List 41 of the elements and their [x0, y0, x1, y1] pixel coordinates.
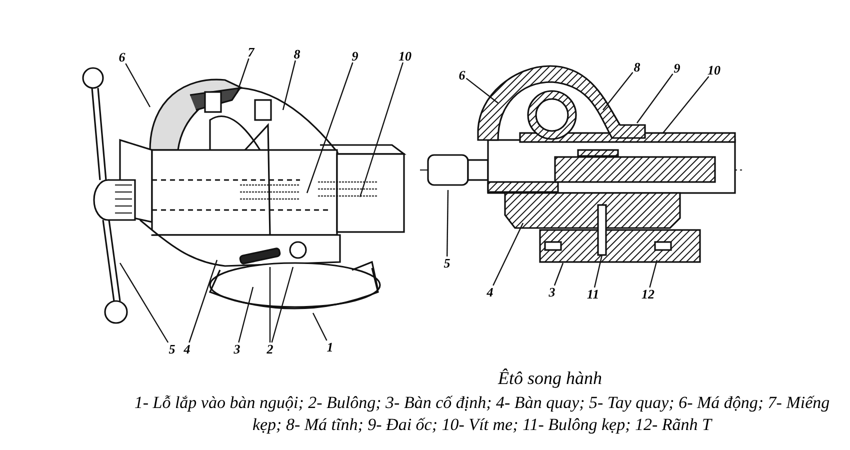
- leader-line: [554, 262, 564, 286]
- callout-number: 12: [640, 288, 656, 300]
- callout-number: 2: [266, 342, 274, 356]
- leader-line: [282, 60, 296, 110]
- callout-number: 10: [706, 64, 722, 76]
- leader-line: [306, 62, 354, 194]
- leader-line: [238, 286, 254, 343]
- callout-number: 8: [632, 60, 642, 74]
- leader-line: [492, 222, 524, 286]
- callout-number: 9: [672, 62, 682, 74]
- leader-line: [269, 267, 271, 342]
- leader-line: [271, 266, 294, 343]
- leader-line: [125, 63, 151, 108]
- callout-number: 4: [486, 286, 494, 298]
- callout-number: 7: [246, 46, 256, 58]
- leader-line: [662, 76, 710, 134]
- caption: Êtô song hành: [496, 367, 603, 390]
- callout-number: 5: [442, 256, 452, 270]
- leader-line: [188, 260, 218, 343]
- callout-number: 5: [168, 342, 176, 356]
- callout-number: 6: [118, 50, 126, 64]
- leader-line: [649, 260, 658, 288]
- leader-line: [312, 312, 328, 341]
- leader-line: [602, 72, 634, 110]
- leader-line: [236, 58, 250, 94]
- leader-line: [594, 254, 603, 288]
- leader-line: [636, 74, 674, 124]
- callout-number: 10: [398, 50, 412, 62]
- leader-line: [466, 78, 498, 104]
- leader-line: [359, 62, 404, 198]
- callout-number: 3: [548, 286, 556, 298]
- callout-number: 3: [232, 342, 242, 356]
- legend-text: 1- Lỗ lắp vào bàn nguội; 2- Bulông; 3- Bàn cố định; 4- Bàn quay; 5- Tay quay; 6- Má động; 7- Miếng kẹp; 8- Má tĩnh; 9- Đai ốc; 10- Vít me; 11- Bulông kẹp; 12- Rãnh T: [133, 392, 831, 436]
- leader-line: [119, 262, 169, 343]
- callout-number: 4: [182, 342, 192, 356]
- callout-number: 11: [586, 288, 600, 300]
- callout-number: 1: [326, 340, 334, 354]
- callout-number: 8: [292, 48, 302, 60]
- leader-line: [446, 190, 449, 256]
- callout-number: 9: [350, 50, 360, 62]
- callout-number: 6: [458, 68, 466, 82]
